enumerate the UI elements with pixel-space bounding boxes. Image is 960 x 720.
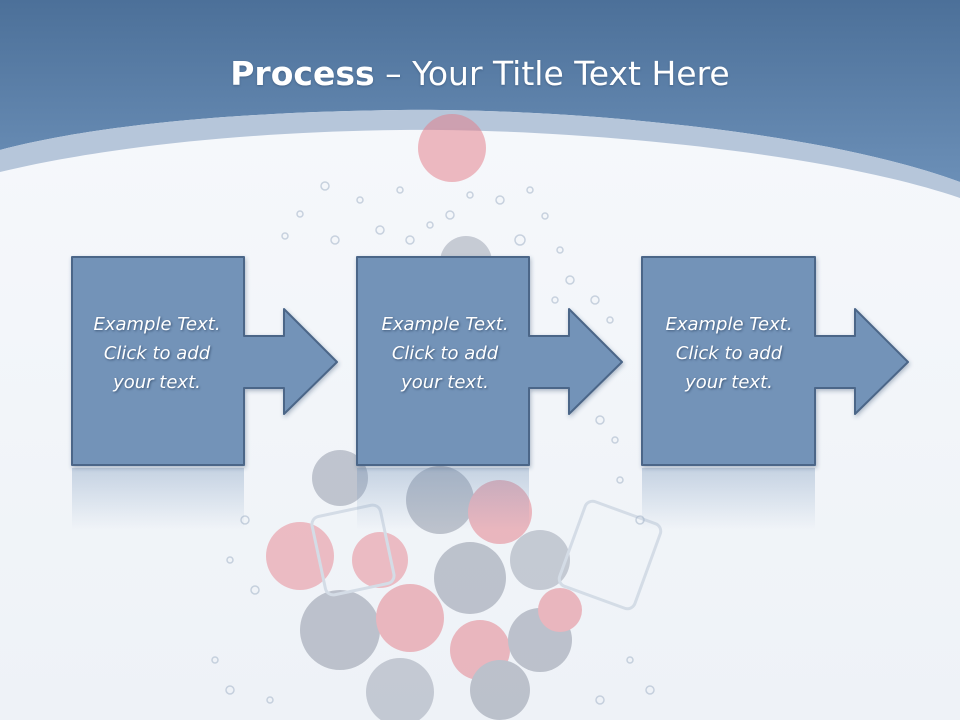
reflections [72,468,815,530]
bubbles-watermark [211,181,655,705]
title-rest: – Your Title Text Here [374,54,730,93]
process-step-2-shape[interactable] [356,256,623,466]
process-step-1-text[interactable]: Example Text. Click to add your text. [71,310,243,397]
step-2-line-3: your text. [401,372,489,393]
step-1-line-3: your text. [113,372,201,393]
title-bold: Process [230,54,375,93]
step-3-line-1: Example Text. [665,314,793,335]
process-step-3-text[interactable]: Example Text. Click to add your text. [643,310,815,397]
step-3-line-2: Click to add [675,343,783,364]
step-3-line-3: your text. [685,372,773,393]
process-step-2-text[interactable]: Example Text. Click to add your text. [359,310,531,397]
process-step-3-shape[interactable] [641,256,909,466]
step-2-line-2: Click to add [391,343,499,364]
slide-title[interactable]: Process – Your Title Text Here [0,52,960,96]
step-1-line-1: Example Text. [93,314,221,335]
step-1-line-2: Click to add [103,343,211,364]
process-step-1-shape[interactable] [71,256,338,466]
step-2-line-1: Example Text. [381,314,509,335]
